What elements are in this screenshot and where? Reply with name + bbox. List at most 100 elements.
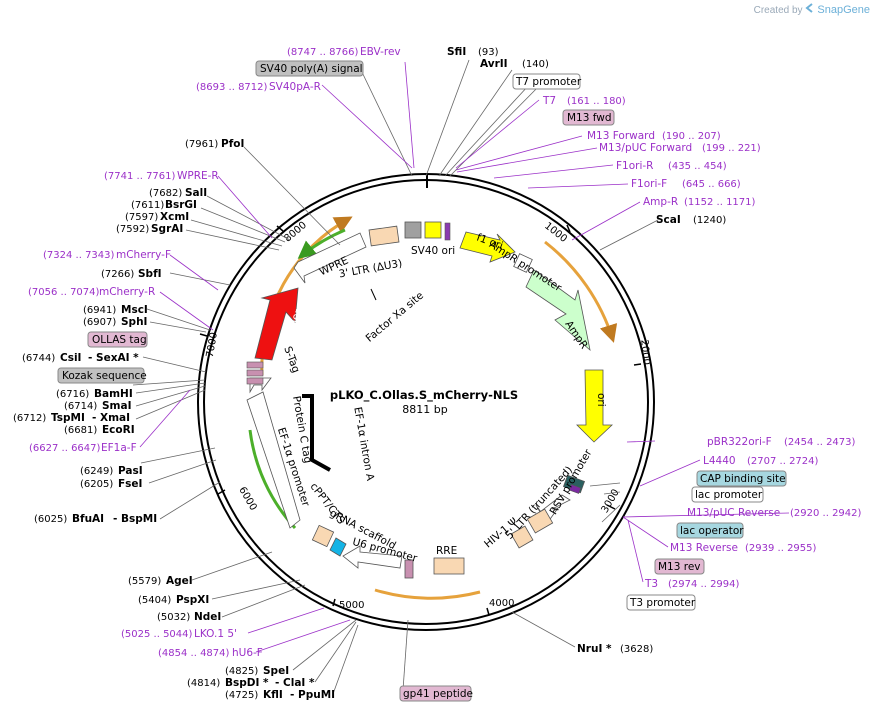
enzyme-scai-pos: (1240)	[693, 215, 726, 226]
primer-mcherry-r-pos: (7056 .. 7074)	[28, 287, 100, 298]
primer-wpre-r-name: WPRE-R	[177, 170, 219, 182]
orange-arc-ampr	[544, 240, 618, 343]
wpre-feature	[293, 232, 367, 284]
primer-t7-pos: (161 .. 180)	[567, 96, 626, 107]
primer-l4440-pos: (2707 .. 2724)	[747, 456, 819, 467]
enzyme-sali-name: SalI	[185, 187, 207, 199]
enzyme-smai-name: SmaI	[102, 400, 132, 412]
primer-m13-forward-name: M13 Forward	[587, 130, 655, 142]
cap-binding-box-label: CAP binding site	[700, 473, 786, 485]
hiv-psi-feature	[510, 525, 534, 549]
enzyme-leader-lines	[132, 59, 659, 695]
enzyme-sfii-pos: (93)	[478, 47, 499, 58]
sv40-polya-box-label: SV40 poly(A) signal	[260, 63, 363, 75]
enzyme-bspdi-pos: (4814)	[187, 678, 220, 689]
snapgene-icon	[805, 3, 813, 13]
primer-m13-reverse-pos: (2939 .. 2955)	[745, 543, 817, 554]
tick-label-6000: 6000	[236, 485, 258, 513]
t3-promoter-box-label: T3 promoter	[629, 597, 696, 609]
primer-lko1-name: LKO.1 5'	[194, 628, 237, 640]
enzyme-bspmi-name: - BspMI	[113, 513, 157, 525]
u6-promoter-feature	[342, 545, 403, 569]
m13-rev-box	[654, 558, 705, 575]
primer-mcherry-r-name: mCherry-R	[99, 286, 155, 298]
primer-l4440-name: L4440	[703, 455, 736, 467]
sv40-ori-label: SV40 ori	[411, 245, 455, 257]
enzyme-ecori-name: EcoRI	[102, 424, 135, 436]
t7-primer-site	[444, 222, 451, 241]
enzyme-csii-pos: (6744)	[22, 353, 55, 364]
f1-ori-feature	[459, 231, 516, 263]
lac-operator-box	[676, 522, 744, 539]
primer-ebv-rev-name: EBV-rev	[360, 46, 401, 58]
mcherry-feature	[254, 287, 299, 361]
enzyme-sgrai-name: SgrAI	[151, 223, 183, 235]
enzyme-msci-name: MscI	[121, 304, 148, 316]
primer-f1ori-f-name: F1ori-F	[631, 178, 667, 190]
primer-sv40pa-r-name: SV40pA-R	[269, 81, 321, 93]
primer-amp-r-pos: (1152 .. 1171)	[684, 197, 756, 208]
factor-xa-label: Factor Xa site	[364, 290, 426, 345]
enzyme-sfii-name: SfiI	[447, 46, 466, 58]
tick-label-2000: 2000	[638, 339, 651, 365]
tick-mark	[332, 598, 336, 607]
enzyme-smai-pos: (6714)	[64, 401, 97, 412]
t7-promoter-box	[512, 73, 581, 90]
ef1a-intron-bar	[302, 394, 331, 472]
primer-f1ori-r-pos: (435 .. 454)	[668, 161, 727, 172]
plasmid-size: 8811 bp	[402, 403, 447, 416]
primer-m13-puc-reverse-name: M13/pUC Reverse	[687, 507, 780, 519]
enzyme-sbfi-name: SbfI	[138, 268, 162, 280]
enzyme-sphi-pos: (6907)	[83, 317, 116, 328]
enzyme-bsrgi-name: BsrGI	[165, 199, 197, 211]
primer-amp-r-name: Amp-R	[643, 196, 678, 208]
primer-m13-puc-forward-name: M13/pUC Forward	[599, 142, 692, 154]
enzyme-labels: SfiI (93) AvrII (140) ScaI (1240) (7961)…	[13, 46, 726, 701]
snapgene-logo: SnapGene	[805, 3, 870, 16]
ollas-tag-site	[246, 361, 264, 369]
tick-mark	[199, 333, 208, 337]
enzyme-pfoi-name: PfoI	[221, 138, 244, 150]
enzyme-bamhi-pos: (6716)	[56, 389, 89, 400]
enzyme-pfoi-pos: (7961)	[185, 139, 218, 150]
enzyme-kfli-pos: (4725)	[225, 690, 258, 701]
m13-rev-site	[568, 484, 582, 494]
gp41-box-label: gp41 peptide	[403, 688, 473, 700]
enzyme-pspxi-pos: (5404)	[138, 595, 171, 606]
primer-sv40pa-r-pos: (8693 .. 8712)	[196, 82, 268, 93]
enzyme-xmai-name: - XmaI	[92, 412, 130, 424]
enzyme-pspxi-name: PspXI	[176, 594, 209, 606]
primer-m13-puc-reverse-pos: (2920 .. 2942)	[790, 508, 862, 519]
enzyme-avrii-pos: (140)	[522, 59, 549, 70]
enzyme-spei-pos: (4825)	[225, 666, 258, 677]
m13-fwd-box	[562, 109, 615, 126]
t7-promoter-box-label: T7 promoter	[515, 76, 582, 88]
enzyme-agei-pos: (5579)	[128, 576, 161, 587]
rre-feature	[433, 557, 465, 575]
enzyme-ecori-pos: (6681)	[64, 425, 97, 436]
primer-mcherry-f-name: mCherry-F	[116, 249, 171, 261]
created-by-text: Created by	[753, 5, 803, 16]
primer-ebv-rev-pos: (8747 .. 8766)	[287, 47, 359, 58]
ori-label: ori	[595, 393, 607, 407]
primer-hu6-f-pos: (4854 .. 4874)	[158, 648, 230, 659]
sv40-polya-box	[255, 60, 364, 77]
tick-mark	[633, 363, 642, 366]
lac-operator-box-label: lac operator	[680, 525, 744, 537]
ltr5-feature	[526, 508, 554, 534]
enzyme-msci-pos: (6941)	[83, 305, 116, 316]
tick-mark	[217, 489, 226, 495]
primer-wpre-r-pos: (7741 .. 7761)	[104, 171, 176, 182]
primer-lko1-pos: (5025 .. 5044)	[121, 629, 193, 640]
ltr3-feature	[368, 225, 400, 247]
enzyme-pasi-name: PasI	[118, 465, 143, 477]
orange-arc-rre	[374, 588, 481, 600]
ollas-tag-box	[87, 331, 148, 348]
kozak-box-label: Kozak sequence	[62, 370, 147, 382]
rre-label: RRE	[436, 545, 457, 557]
enzyme-bfuai-pos: (6025)	[34, 514, 67, 525]
enzyme-sgrai-pos: (7592)	[116, 224, 149, 235]
tick-label-4000: 4000	[489, 598, 514, 609]
grna-scaffold-feature	[329, 537, 347, 557]
